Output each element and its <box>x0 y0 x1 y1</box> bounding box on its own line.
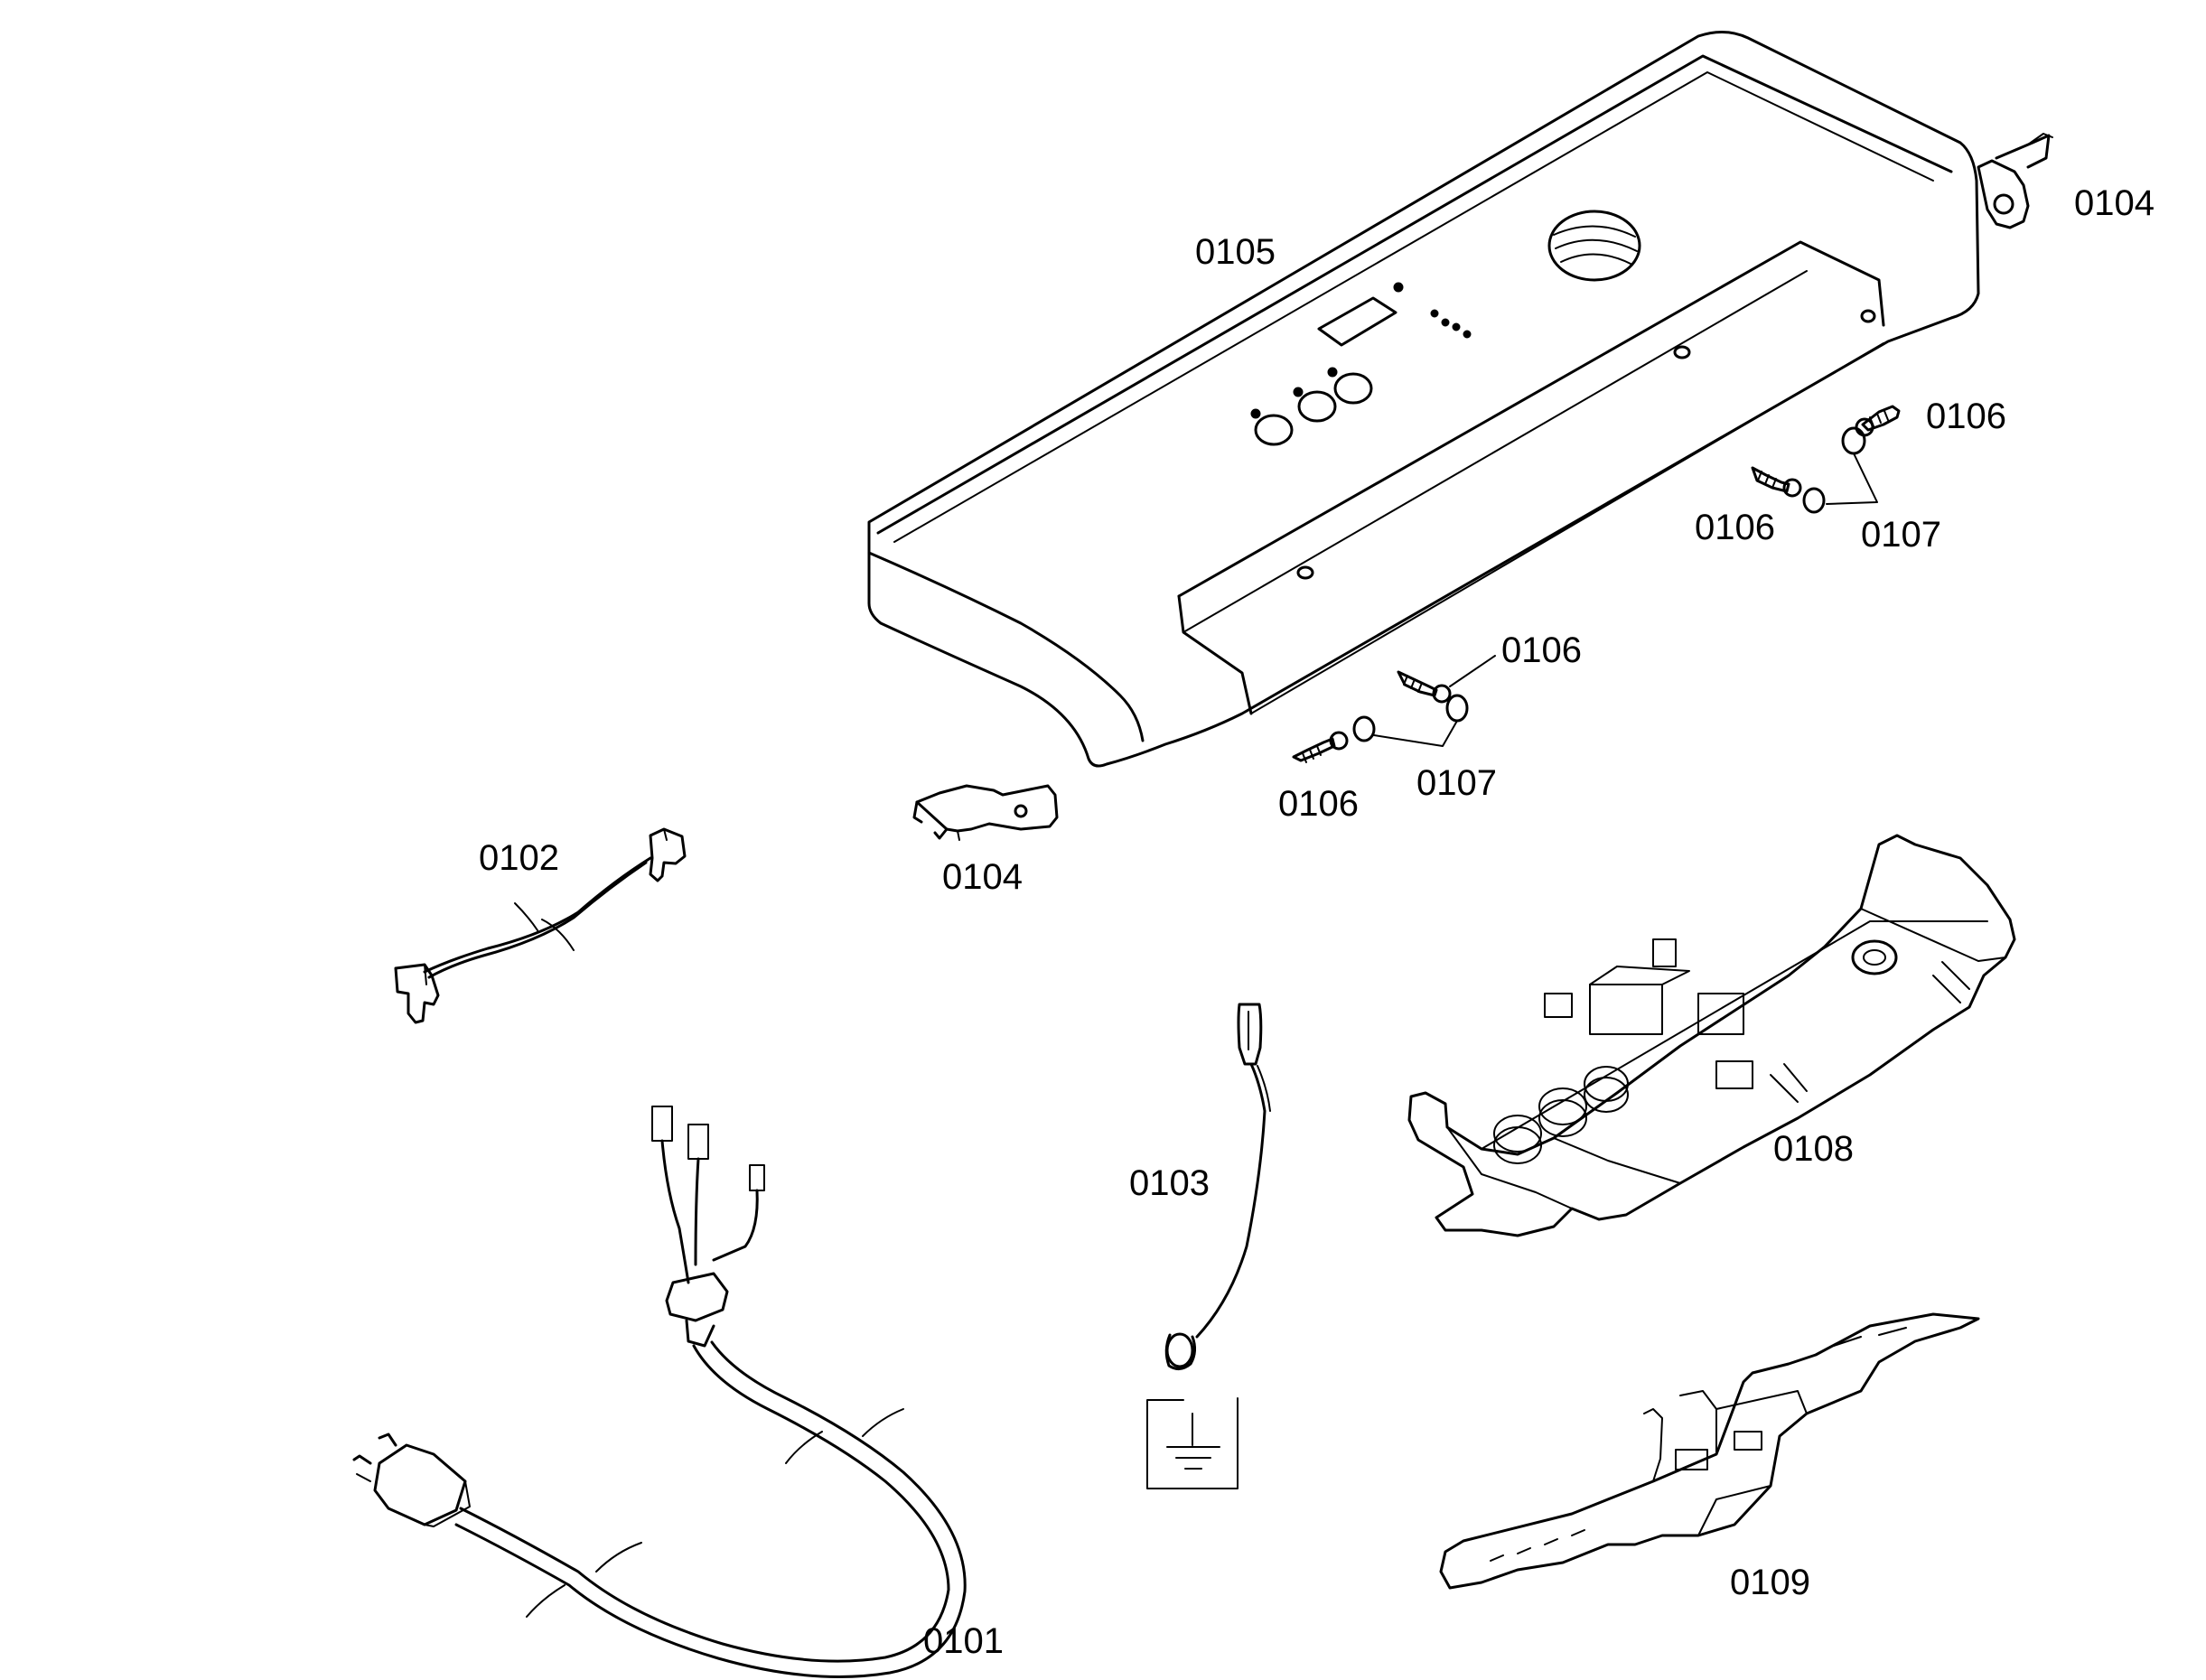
end-cap-left-label: 0104 <box>942 857 1023 897</box>
washer-2-label: 0107 <box>1416 763 1497 803</box>
screw-4-label: 0106 <box>1278 784 1359 824</box>
screw-lower-left[interactable] <box>1292 731 1349 763</box>
screw-upper-middle[interactable] <box>1751 466 1802 498</box>
ground-wire-part[interactable] <box>1164 1003 1271 1370</box>
cable-harness-label: 0102 <box>479 838 559 878</box>
control-module-label: 0108 <box>1773 1129 1854 1169</box>
ground-symbol-icon <box>1146 1397 1239 1489</box>
mounting-bracket-part[interactable] <box>1439 1312 1980 1590</box>
power-cord-part[interactable] <box>352 1106 967 1678</box>
end-cap-left-part[interactable] <box>912 784 1059 841</box>
screw-3-label: 0106 <box>1501 630 1582 670</box>
screw-2-label: 0106 <box>1695 508 1775 547</box>
ground-wire-label: 0103 <box>1129 1163 1210 1203</box>
washer-upper[interactable] <box>1802 426 1878 514</box>
control-panel-part[interactable] <box>867 31 1980 768</box>
washer-lower[interactable] <box>1352 694 1469 747</box>
end-cap-right-label: 0104 <box>2074 183 2155 223</box>
screw-1-label: 0106 <box>1926 397 2006 436</box>
washer-1-label: 0107 <box>1861 515 1941 555</box>
screw-upper-right[interactable] <box>1855 405 1901 437</box>
power-cord-label: 0101 <box>923 1621 1004 1661</box>
control-panel-label: 0105 <box>1195 232 1276 272</box>
end-cap-right-part[interactable] <box>1977 133 2053 229</box>
cable-harness-part[interactable] <box>394 827 687 1024</box>
control-module-part[interactable] <box>1407 834 2016 1237</box>
mounting-bracket-label: 0109 <box>1730 1563 1810 1602</box>
screw-lower-upper[interactable] <box>1397 655 1496 704</box>
